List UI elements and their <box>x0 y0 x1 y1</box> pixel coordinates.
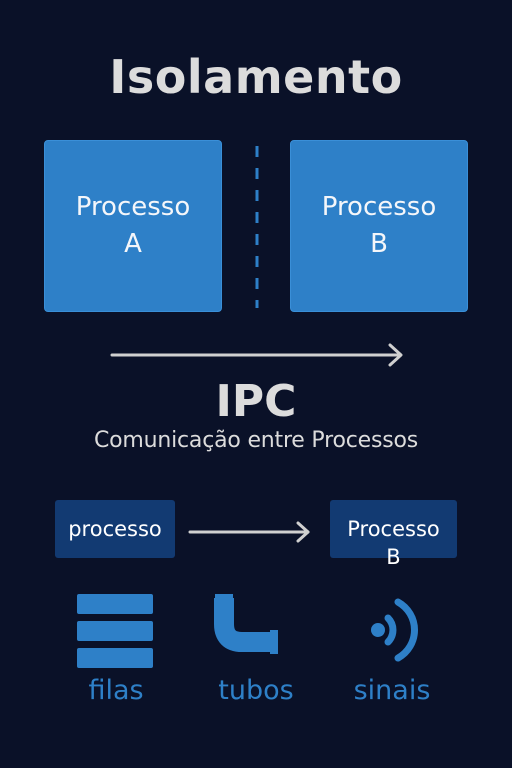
receiver-process-label: Processo <box>347 517 440 541</box>
receiver-process-box: Processo B <box>330 500 457 569</box>
sender-process-box: processo <box>55 500 175 558</box>
queue-label: filas <box>88 675 144 706</box>
process-a-letter: A <box>124 229 142 259</box>
message-arrow <box>188 521 310 543</box>
pipe-icon <box>214 594 278 654</box>
process-b-letter: B <box>370 229 388 259</box>
signal-icon <box>371 598 418 662</box>
process-a-box: Processo A <box>44 140 222 312</box>
process-b-box: Processo B <box>290 140 468 312</box>
ipc-heading: IPC <box>215 376 297 427</box>
pipe-label: tubos <box>218 675 294 706</box>
receiver-process-letter: B <box>386 545 401 569</box>
process-b-label: Processo <box>321 192 437 222</box>
isolation-divider <box>255 146 259 308</box>
queue-icon <box>77 594 153 668</box>
sender-process-label: processo <box>68 517 162 541</box>
diagram-title: Isolamento <box>109 50 403 104</box>
ipc-arrow <box>110 343 403 367</box>
ipc-subtitle: Comunicação entre Processos <box>93 428 419 453</box>
signal-label: sinais <box>353 675 431 706</box>
process-a-label: Processo <box>75 192 191 222</box>
